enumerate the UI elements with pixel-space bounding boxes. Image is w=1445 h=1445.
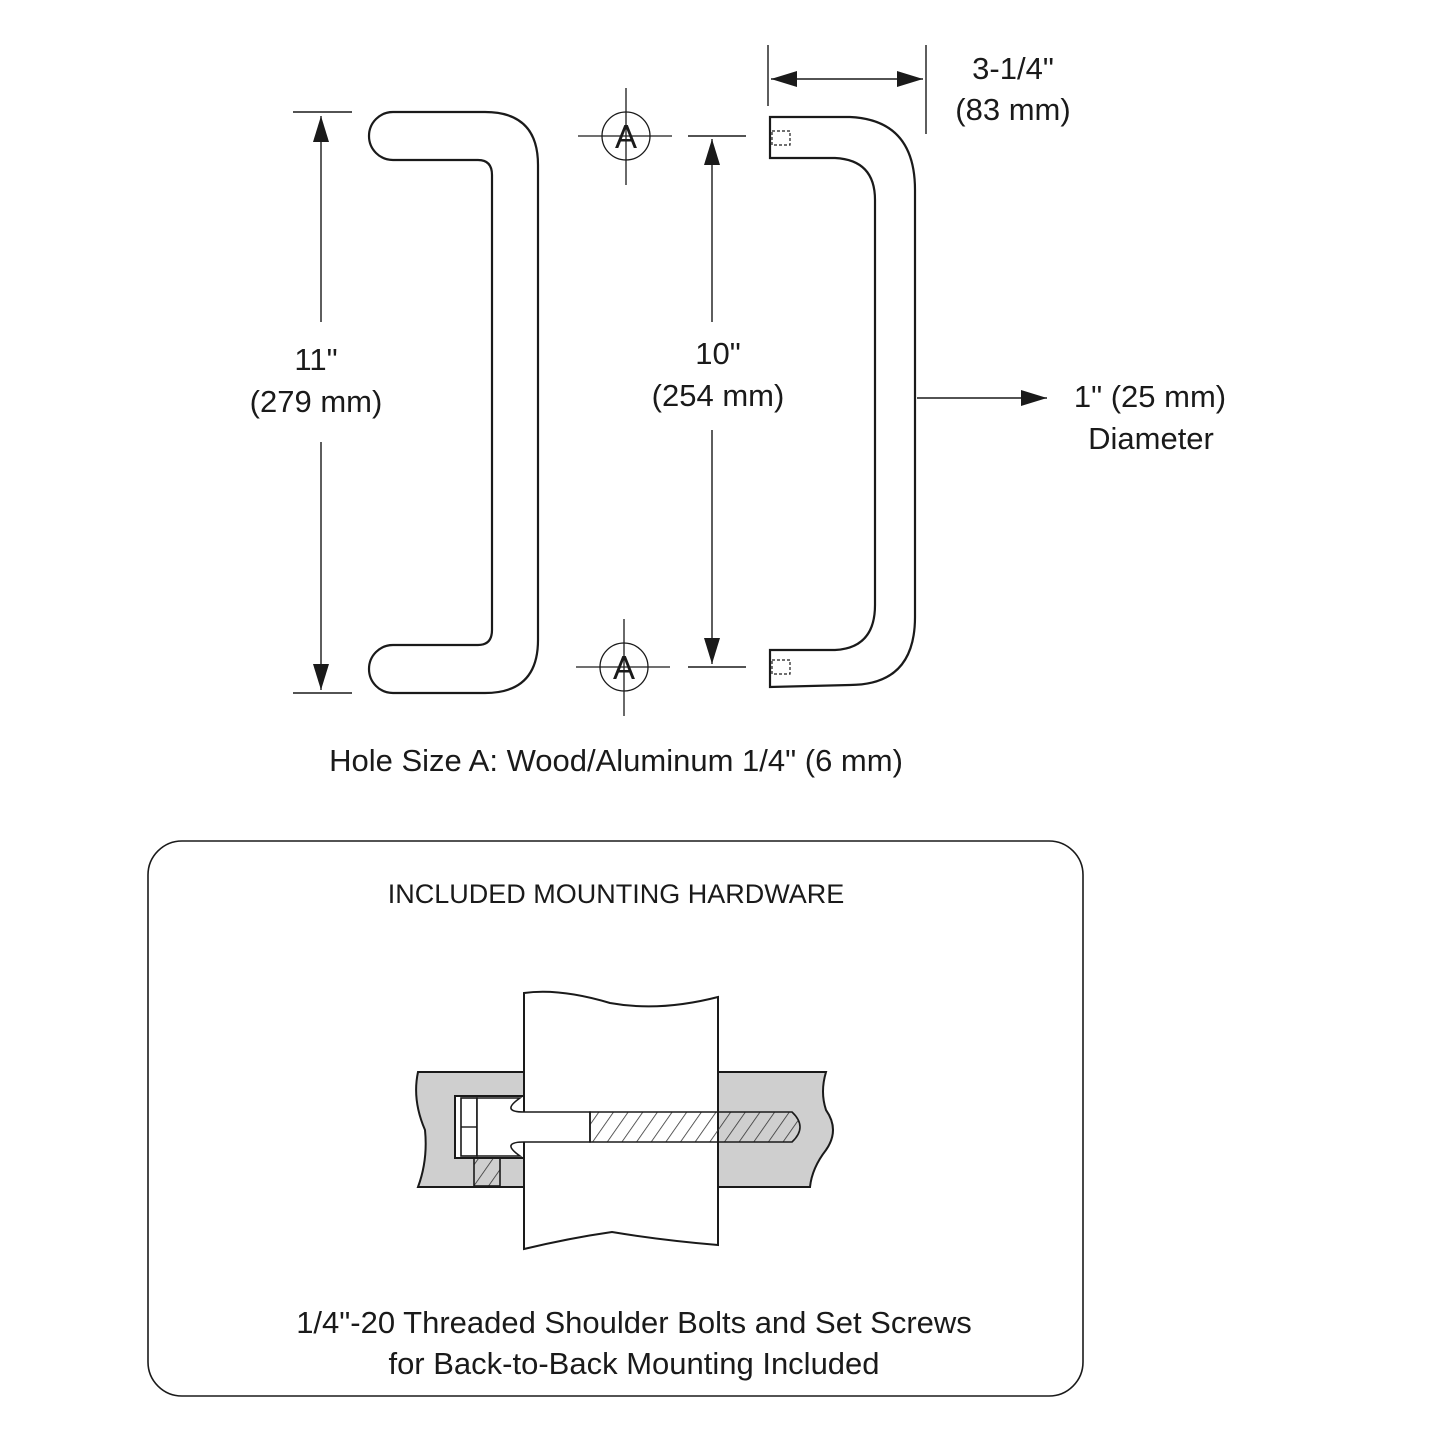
projection-imperial: 3-1/4" xyxy=(972,51,1054,86)
crosshair-circle-icon xyxy=(576,619,670,716)
center-to-center-dimension xyxy=(688,135,746,668)
hole-marker-bottom: A xyxy=(613,649,635,686)
bolt-socket-top xyxy=(771,130,791,146)
overall-height-dimension xyxy=(293,111,352,694)
projection-dimension xyxy=(767,45,927,134)
front-view-handle xyxy=(367,110,540,695)
hardware-box-title: INCLUDED MOUNTING HARDWARE xyxy=(388,879,845,909)
bolt-thread xyxy=(589,1111,801,1143)
mounting-cross-section xyxy=(415,990,834,1251)
projection-metric: (83 mm) xyxy=(955,92,1070,127)
diameter-imperial: 1" (25 mm) xyxy=(1074,379,1226,414)
set-screw xyxy=(473,1157,501,1187)
diameter-label: Diameter xyxy=(1088,421,1214,456)
center-to-center-metric: (254 mm) xyxy=(652,378,785,413)
crosshair-circle-icon xyxy=(578,88,672,185)
hole-marker-top: A xyxy=(615,118,637,155)
hardware-box xyxy=(147,840,1084,1397)
hardware-caption-line2: for Back-to-Back Mounting Included xyxy=(388,1346,879,1381)
hole-size-caption: Hole Size A: Wood/Aluminum 1/4" (6 mm) xyxy=(329,743,903,778)
center-to-center-imperial: 10" xyxy=(695,336,741,371)
bolt-socket-bottom xyxy=(771,659,791,675)
hardware-caption-line1: 1/4"-20 Threaded Shoulder Bolts and Set … xyxy=(296,1305,972,1340)
overall-height-metric: (279 mm) xyxy=(250,384,383,419)
overall-height-imperial: 11" xyxy=(294,342,337,377)
side-view-handle xyxy=(768,115,917,689)
